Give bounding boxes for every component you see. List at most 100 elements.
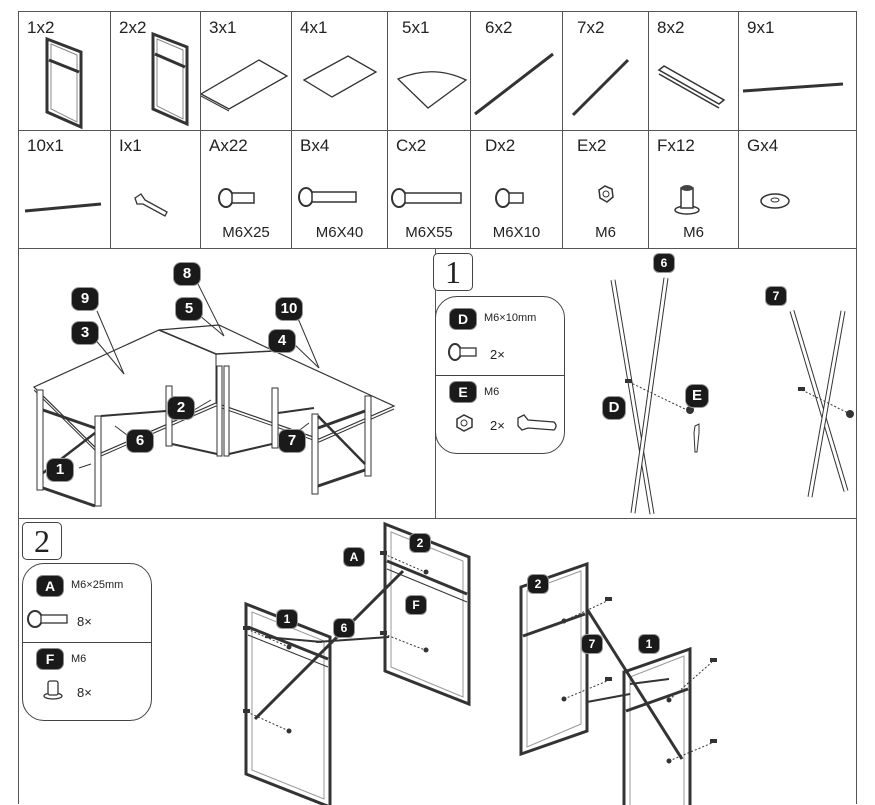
part-cell-6: 6x2 <box>471 12 563 130</box>
screw-icon <box>27 610 68 628</box>
part-cell-E: Ex2 M6 <box>563 130 649 248</box>
part-cell-C: Cx2 M6X55 <box>388 130 471 248</box>
part-spec: M6X25 <box>222 224 270 241</box>
screw-icon <box>391 188 462 208</box>
part-label: Cx2 <box>396 136 427 155</box>
part-spec: M6X10 <box>492 224 541 241</box>
leg-frame-icon <box>151 31 189 127</box>
part-label: 10x1 <box>27 136 64 155</box>
hardware-qty: 8× <box>77 614 92 629</box>
part-spec: M6 <box>683 224 704 241</box>
corner-panel-icon <box>396 71 468 109</box>
callout-frame-1: 1 <box>639 635 659 653</box>
barrel-nut-icon <box>43 680 63 700</box>
desktop-panel-icon <box>302 55 378 98</box>
wrench-icon <box>134 193 168 217</box>
callout-part-7: 7 <box>766 287 786 305</box>
part-cell-2: 2x2 <box>111 12 201 130</box>
part-label: 9x1 <box>747 18 775 37</box>
part-cell-D: Dx2 M6X10 <box>471 130 563 248</box>
part-cell-10: 10x1 <box>19 130 111 248</box>
hardware-badge: F <box>37 649 63 669</box>
assembly-sheet: 1x2 2x2 3x1 4x1 <box>18 11 857 805</box>
assembled-desk-illustration <box>32 281 396 508</box>
part-label: Ix1 <box>119 136 142 155</box>
screw-icon <box>298 187 357 207</box>
part-label: 1x2 <box>27 18 55 37</box>
part-label: 3x1 <box>209 18 237 37</box>
wrench-icon <box>517 414 557 431</box>
callout-part-7: 7 <box>279 430 305 452</box>
part-spec: M6X55 <box>405 224 453 241</box>
hardware-item-A: A M6×25mm 8× <box>23 564 151 642</box>
callout-part-6: 6 <box>654 254 674 272</box>
step1-hardware-box: D M6×10mm 2× E M6 2× <box>435 296 565 454</box>
step-number-1: 1 <box>433 253 473 291</box>
part-label: Bx4 <box>300 136 330 155</box>
callout-nut-E: E <box>686 385 708 407</box>
callout-part-1: 1 <box>47 459 73 481</box>
step2-hardware-box: A M6×25mm 8× F M6 8× <box>22 563 152 721</box>
parts-row-1: 1x2 2x2 3x1 4x1 <box>19 12 856 131</box>
hex-nut-icon <box>598 185 614 203</box>
callout-frame-2: 2 <box>410 534 430 552</box>
part-label: Fx12 <box>657 136 695 155</box>
hardware-item-F: F M6 8× <box>23 642 151 721</box>
callout-screw-D: D <box>603 397 625 419</box>
screw-icons <box>243 551 429 734</box>
step-number-2: 2 <box>22 522 62 560</box>
part-label: Ax22 <box>209 136 248 155</box>
callout-bar-6: 6 <box>334 619 354 637</box>
hardware-qty: 8× <box>77 685 92 700</box>
part-label: 4x1 <box>300 18 328 37</box>
hardware-qty: 2× <box>490 347 505 362</box>
hardware-spec: M6×25mm <box>71 579 124 591</box>
part-label: 8x2 <box>657 18 685 37</box>
callout-frame-1: 1 <box>277 610 297 628</box>
hardware-badge: D <box>450 309 476 329</box>
overview-and-step1: 9 3 8 5 10 4 2 6 7 1 1 D M6×10mm 2× E M6 <box>19 248 856 519</box>
screw-icon <box>218 188 255 208</box>
connector-bracket-icon <box>657 65 726 109</box>
step2-section: 2 A M6×25mm 8× F M6 8× <box>19 519 856 805</box>
callout-screw-A: A <box>344 548 364 566</box>
hex-nut-icon <box>456 414 473 432</box>
callout-nut-F: F <box>406 596 426 614</box>
part-cell-G: Gx4 <box>739 130 856 248</box>
part-cell-3: 3x1 <box>201 12 292 130</box>
hardware-badge: E <box>450 382 476 402</box>
leg-frame-icon <box>45 36 83 130</box>
part-label: Ex2 <box>577 136 607 155</box>
hardware-spec: M6 <box>71 653 87 665</box>
support-bar-icon <box>24 202 102 213</box>
callout-part-5: 5 <box>176 298 202 320</box>
part-cell-4: 4x1 <box>292 12 388 130</box>
screw-icon <box>495 188 524 208</box>
hardware-item-E: E M6 2× <box>436 375 564 454</box>
callout-part-10: 10 <box>276 298 302 320</box>
part-cell-8: 8x2 <box>649 12 739 130</box>
callout-part-6: 6 <box>127 430 153 452</box>
hardware-item-D: D M6×10mm 2× <box>436 297 564 375</box>
callout-frame-2: 2 <box>528 575 548 593</box>
hardware-spec: M6×10mm <box>484 312 537 324</box>
part-cell-1: 1x2 <box>19 12 111 130</box>
part-cell-F: Fx12 M6 <box>649 130 739 248</box>
desktop-panel-icon <box>201 59 289 112</box>
washer-icon <box>760 193 790 209</box>
callout-part-9: 9 <box>72 288 98 310</box>
part-cell-5: 5x1 <box>388 12 471 130</box>
callout-part-8: 8 <box>174 263 200 285</box>
callout-bar-7: 7 <box>582 635 602 653</box>
part-label: 2x2 <box>119 18 147 37</box>
part-cell-A: Ax22 M6X25 <box>201 130 292 248</box>
hardware-qty: 2× <box>490 418 505 433</box>
callout-part-2: 2 <box>168 397 194 419</box>
part-spec: M6X40 <box>315 224 364 241</box>
hardware-spec: M6 <box>484 386 500 398</box>
cross-bar-icon <box>474 52 554 116</box>
part-label: 5x1 <box>402 18 430 37</box>
hardware-badge: A <box>37 576 63 596</box>
part-label: 7x2 <box>577 18 605 37</box>
part-label: Dx2 <box>485 136 516 155</box>
